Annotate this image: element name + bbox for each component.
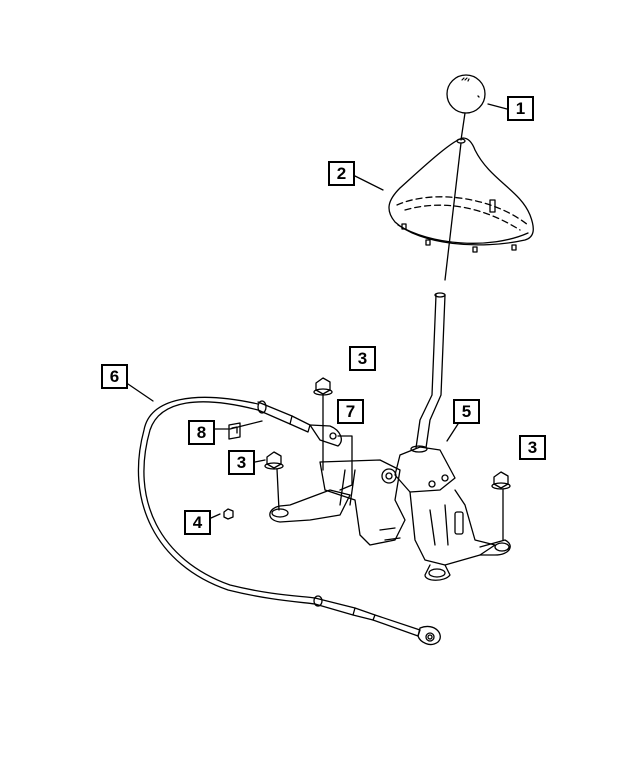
callout-3-right: 3 bbox=[519, 435, 546, 460]
callout-3-left: 3 bbox=[228, 450, 255, 475]
callout-1: 1 bbox=[507, 96, 534, 121]
callout-8: 8 bbox=[188, 420, 215, 445]
shifter-assembly-part bbox=[269, 292, 511, 581]
shift-cable-part bbox=[137, 396, 441, 646]
callout-6: 6 bbox=[101, 364, 128, 389]
leader-lines bbox=[127, 103, 508, 519]
shift-boot-part bbox=[388, 137, 534, 281]
small-nut-part bbox=[223, 508, 234, 520]
callout-7: 7 bbox=[337, 399, 364, 424]
retaining-clip-part bbox=[228, 422, 241, 440]
callout-3-top: 3 bbox=[349, 346, 376, 371]
shift-knob-part bbox=[446, 74, 486, 141]
callout-5: 5 bbox=[453, 399, 480, 424]
nut-parts bbox=[264, 377, 511, 541]
callout-4: 4 bbox=[184, 510, 211, 535]
callout-2: 2 bbox=[328, 161, 355, 186]
